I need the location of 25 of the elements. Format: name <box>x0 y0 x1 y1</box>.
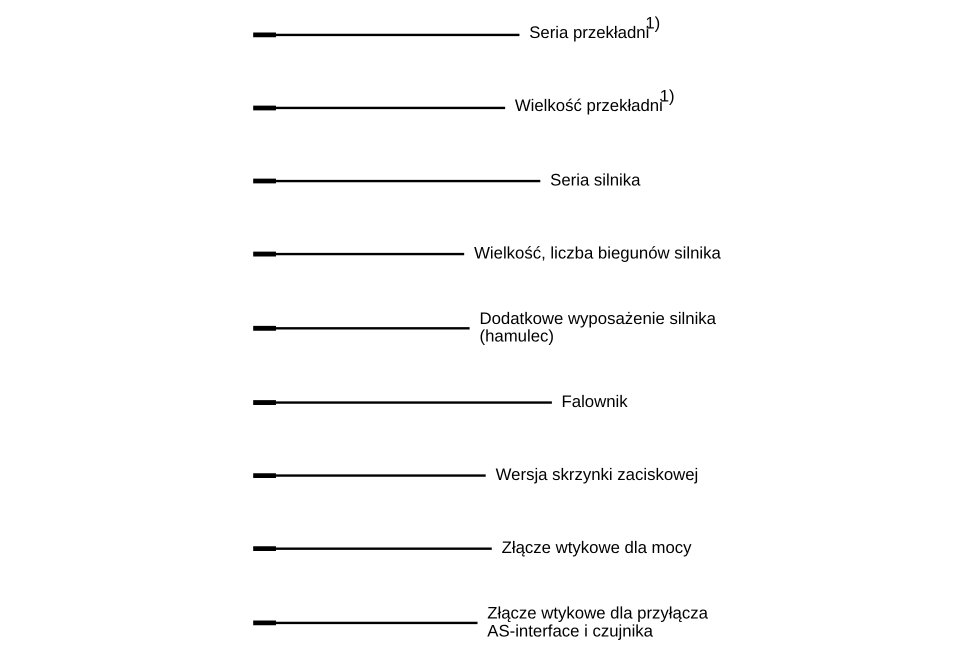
node-text: Dodatkowe wyposażenie silnika (hamulec) <box>480 308 716 346</box>
node-bar <box>253 252 276 256</box>
node-text: Wersja skrzynki zaciskowej <box>496 465 698 484</box>
node-text: Złącze wtykowe dla mocy <box>502 538 692 558</box>
node-bar <box>253 546 276 552</box>
connector <box>276 106 506 110</box>
node-text: Złącze wtykowe dla przyłącza AS-interface i czujnika <box>487 603 708 640</box>
node-bar <box>253 326 276 331</box>
connector <box>276 180 540 182</box>
node-bar <box>253 620 276 626</box>
connector <box>276 34 520 36</box>
node-bar <box>253 178 276 184</box>
node-bar <box>253 32 276 38</box>
connector <box>276 622 478 624</box>
node-bar <box>253 106 276 110</box>
node-text: Wielkość, liczba biegunów silnika <box>474 243 721 262</box>
connector <box>276 327 470 330</box>
connector <box>276 547 492 550</box>
node-bar <box>253 400 276 405</box>
connector <box>276 474 486 477</box>
connector <box>276 401 552 404</box>
node-text: Seria silnika <box>550 170 640 190</box>
connector <box>276 252 464 256</box>
node-text: Falownik <box>562 392 628 411</box>
node-bar <box>253 473 276 478</box>
